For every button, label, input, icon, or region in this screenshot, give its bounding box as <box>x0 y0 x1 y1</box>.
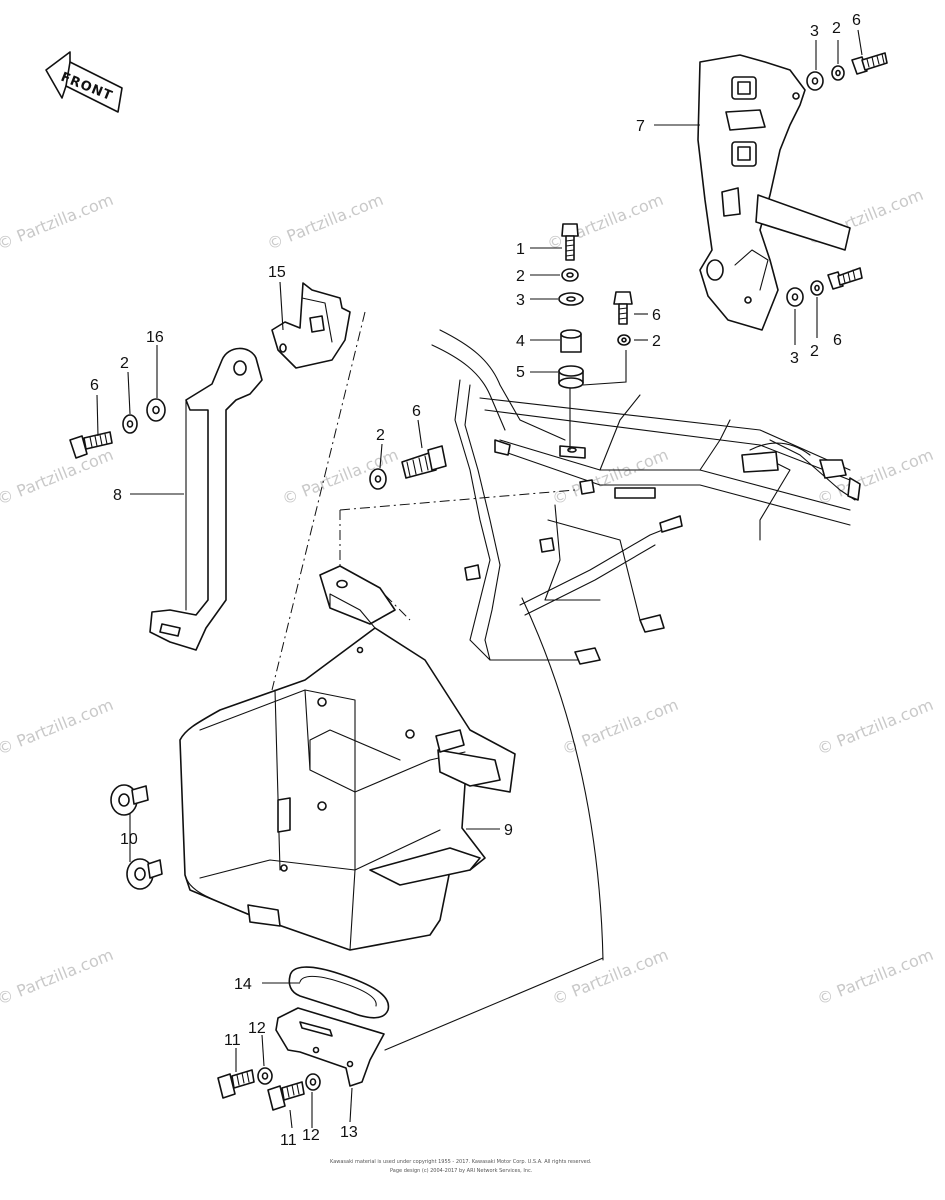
footer-page-design: Page design (c) 2004-2017 by ARI Network… <box>390 1168 533 1174</box>
watermark: © Partzilla.com <box>0 190 116 254</box>
callout-3: 3 <box>790 350 799 367</box>
part-10-grommets <box>110 784 163 890</box>
frame <box>431 329 861 665</box>
watermark: © Partzilla.com <box>559 695 681 759</box>
callout-2: 2 <box>516 268 525 285</box>
watermark: © Partzilla.com <box>0 695 116 759</box>
hardware-mid <box>369 445 447 490</box>
callout-2: 2 <box>832 20 841 37</box>
callout-2: 2 <box>120 355 129 372</box>
part-7-hardware-top <box>806 52 888 91</box>
watermark: © Partzilla.com <box>814 695 936 759</box>
bolt-6-washer-2-mid <box>613 291 633 346</box>
callout-15: 15 <box>268 264 286 281</box>
callout-6: 6 <box>412 403 421 420</box>
watermark: © Partzilla.com <box>814 945 936 1009</box>
callout-16: 16 <box>146 329 164 346</box>
callout-6: 6 <box>90 377 99 394</box>
callout-7: 7 <box>636 118 645 135</box>
callout-14: 14 <box>234 976 252 993</box>
watermark: © Partzilla.com <box>549 945 671 1009</box>
callout-3: 3 <box>810 23 819 40</box>
part-14-pad <box>288 966 390 1019</box>
callout-11: 11 <box>280 1132 297 1149</box>
watermark: © Partzilla.com <box>0 945 116 1009</box>
part-8-strap <box>149 347 263 651</box>
callout-12: 12 <box>248 1020 266 1037</box>
callout-1: 1 <box>516 241 525 258</box>
callout-4: 4 <box>516 333 525 350</box>
part-15-bracket <box>271 282 351 369</box>
callout-12: 12 <box>302 1127 320 1144</box>
parts-stack-1-to-5 <box>558 223 627 451</box>
part-7-side-bracket <box>697 54 851 331</box>
hardware-11-12 <box>217 1067 321 1111</box>
callout-8: 8 <box>113 487 122 504</box>
callout-2: 2 <box>652 333 661 350</box>
watermark: © Partzilla.com <box>264 190 386 254</box>
callout-6: 6 <box>652 307 661 324</box>
callout-6: 6 <box>852 12 861 29</box>
watermark: © Partzilla.com <box>544 190 666 254</box>
callouts: 1 2 3 4 5 6 2 3 2 6 7 3 2 6 15 16 2 6 8 … <box>90 12 861 1149</box>
part-7-hardware-bottom <box>786 267 863 307</box>
callout-2: 2 <box>376 427 385 444</box>
callout-9: 9 <box>504 822 513 839</box>
front-arrow-icon: FRONT <box>45 51 123 113</box>
callout-6: 6 <box>833 332 842 349</box>
callout-11: 11 <box>224 1032 241 1049</box>
callout-3: 3 <box>516 292 525 309</box>
hardware-left <box>69 398 166 459</box>
dash-lines <box>271 311 604 1051</box>
callout-10: 10 <box>120 831 138 848</box>
part-9-battery-case <box>179 565 516 951</box>
footer: Kawasaki material is used under copyrigh… <box>330 1159 592 1174</box>
leader-lines <box>96 29 863 1129</box>
part-13-bracket <box>275 1007 385 1087</box>
callout-2: 2 <box>810 343 819 360</box>
footer-copyright: Kawasaki material is used under copyrigh… <box>330 1159 592 1165</box>
callout-13: 13 <box>340 1124 358 1141</box>
callout-5: 5 <box>516 364 525 381</box>
watermark: © Partzilla.com <box>0 445 116 509</box>
